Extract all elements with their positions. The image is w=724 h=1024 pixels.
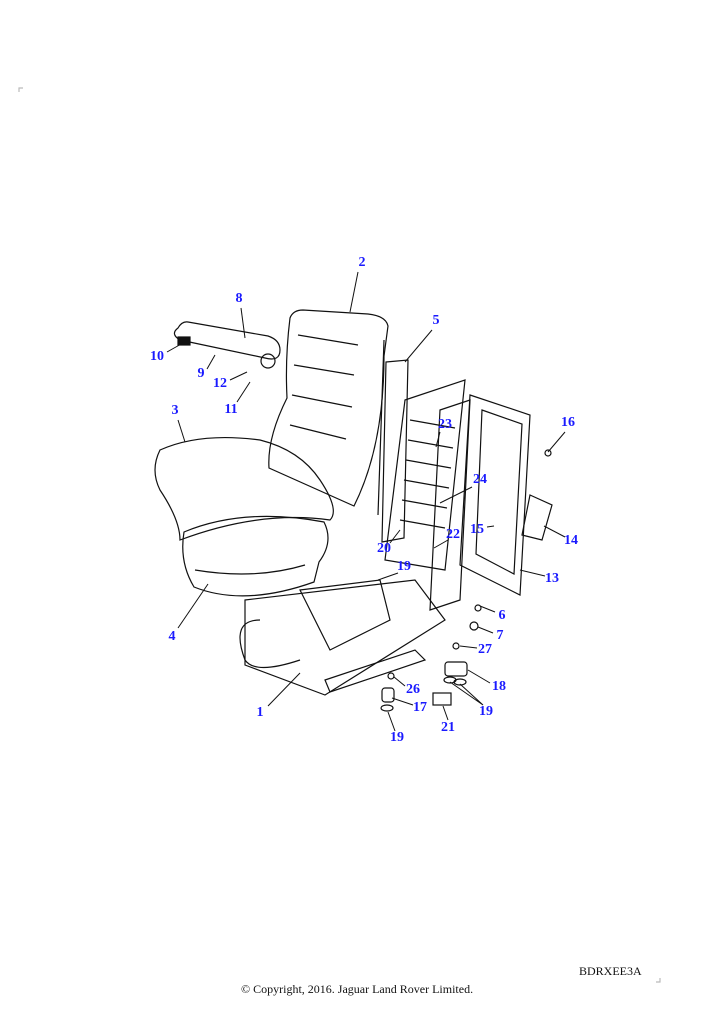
- callout-1[interactable]: 1: [256, 705, 264, 720]
- callout-19[interactable]: 19: [390, 730, 404, 745]
- seat-back-panel: [381, 359, 409, 543]
- seat-base-frame: [244, 579, 446, 696]
- callout-25[interactable]: 24: [473, 472, 487, 487]
- callout-26[interactable]: 26: [406, 682, 420, 697]
- callout-18[interactable]: 18: [492, 679, 506, 694]
- callout-17[interactable]: 17: [413, 700, 427, 715]
- plate: [432, 692, 452, 706]
- callout-2[interactable]: 2: [358, 255, 366, 270]
- callout-23[interactable]: 22: [446, 527, 460, 542]
- mount-block: [444, 661, 468, 677]
- callout-22[interactable]: 21: [441, 720, 455, 735]
- callout-27[interactable]: 27: [478, 642, 492, 657]
- illustration-code: BDRXEE3A: [579, 964, 642, 978]
- callout-5[interactable]: 5: [432, 313, 440, 328]
- callout-14[interactable]: 14: [564, 533, 578, 548]
- bush: [381, 687, 395, 703]
- callout-6[interactable]: 6: [498, 608, 506, 623]
- callout-9[interactable]: 9: [197, 366, 205, 381]
- callout-20[interactable]: 19: [397, 559, 411, 574]
- callout-3[interactable]: 3: [171, 403, 179, 418]
- seat-back-cover: [459, 394, 531, 596]
- callout-21[interactable]: 20: [377, 541, 391, 556]
- seat-back: [268, 309, 389, 507]
- copyright-notice: © Copyright, 2016. Jaguar Land Rover Lim…: [241, 982, 474, 996]
- callout-7[interactable]: 7: [496, 628, 504, 643]
- callout-16[interactable]: 16: [561, 415, 575, 430]
- callout-8[interactable]: 8: [235, 291, 243, 306]
- armrest: [173, 321, 281, 360]
- seat-cushion: [154, 436, 334, 541]
- corner-mark: [18, 87, 23, 92]
- callout-13[interactable]: 13: [545, 571, 559, 586]
- corner-mark: [656, 978, 661, 983]
- seat-back-frame: [384, 379, 466, 571]
- callout-24[interactable]: 23: [438, 417, 452, 432]
- seat-adjust-bar: [239, 619, 301, 669]
- callout-12[interactable]: 12: [213, 376, 227, 391]
- map-pocket: [521, 494, 553, 541]
- callout-15[interactable]: 15: [470, 522, 484, 537]
- callout-19[interactable]: 19: [479, 704, 493, 719]
- callout-4[interactable]: 4: [168, 629, 176, 644]
- callout-10[interactable]: 10: [150, 349, 164, 364]
- callout-11[interactable]: 11: [224, 402, 238, 417]
